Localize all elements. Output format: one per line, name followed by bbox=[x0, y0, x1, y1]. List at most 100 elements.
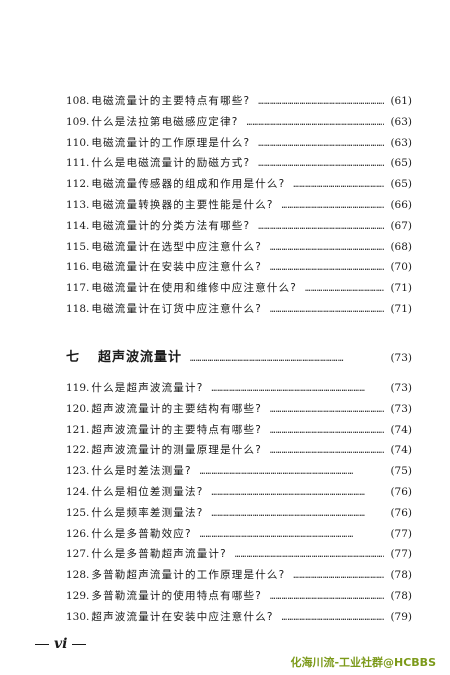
toc-entry-title: 多普勒流量计的使用特点有哪些? bbox=[91, 589, 262, 602]
toc-entry-number: 110. bbox=[66, 136, 90, 149]
dot-leader: …………………………………………………………………… bbox=[269, 591, 384, 602]
page-number: vi bbox=[54, 636, 68, 652]
toc-entry-page: (68) bbox=[390, 240, 412, 253]
toc-entry-title: 电磁流量转换器的主要性能是什么? bbox=[91, 198, 274, 211]
footer-dash-right bbox=[72, 643, 87, 645]
toc-entry-title: 多普勒超声流量计的工作原理是什么? bbox=[91, 569, 286, 582]
toc-entry: 127.什么是多普勒超声流量计? ………………………………………………………………… bbox=[66, 546, 412, 567]
toc-section-ultrasonic: 119.什么是超声波流量计?……………………………………………………………………… bbox=[66, 380, 412, 630]
toc-entry-title: 电磁流量传感器的组成和作用是什么? bbox=[91, 178, 286, 191]
toc-entry-title: 电磁流量计的工作原理是什么? bbox=[91, 136, 251, 149]
toc-entry: 128.多普勒超声流量计的工作原理是什么? …………………………………………………… bbox=[66, 567, 412, 588]
toc-entry-title: 超声波流量计在安装中应注意什么? bbox=[91, 610, 274, 623]
toc-entry-number: 126. bbox=[66, 527, 90, 540]
toc-entry: 123.什么是时差法测量?……………………………………………………………………(… bbox=[66, 463, 412, 484]
toc-entry-number: 109. bbox=[66, 115, 90, 128]
toc-entry-number: 125. bbox=[66, 506, 90, 519]
chapter-title: 超声波流量计 bbox=[98, 350, 183, 365]
dot-leader: …………………………………………………………………… bbox=[269, 446, 384, 457]
toc-entry-number: 115. bbox=[66, 240, 90, 253]
toc-entry-number: 119. bbox=[66, 382, 90, 394]
toc-entry-title: 超声波流量计的主要特点有哪些? bbox=[91, 423, 262, 436]
toc-entry-page: (78) bbox=[390, 569, 412, 582]
toc-entry-title: 什么是电磁流量计的励磁方式? bbox=[91, 157, 251, 170]
chapter-page: (73) bbox=[390, 352, 412, 364]
toc-entry-page: (67) bbox=[390, 219, 412, 232]
toc-entry-page: (65) bbox=[390, 178, 412, 191]
toc-entry-page: (77) bbox=[390, 527, 412, 540]
toc-entry-page: (77) bbox=[390, 548, 412, 561]
dot-leader: …………………………………………………………………… bbox=[258, 97, 384, 107]
toc-entry-page: (65) bbox=[390, 157, 412, 170]
dot-leader: …………………………………………………………………… bbox=[258, 159, 384, 170]
dot-leader: …………………………………………………………………… bbox=[269, 304, 384, 315]
toc-entry-title: 超声波流量计的测量原理是什么? bbox=[91, 444, 262, 457]
toc-entry-title: 什么是多普勒效应? bbox=[91, 527, 192, 540]
toc-entry-page: (63) bbox=[390, 136, 412, 149]
toc-entry-page: (71) bbox=[390, 282, 412, 295]
toc-entry-page: (61) bbox=[390, 95, 412, 107]
toc-section-electromagnetic: 108.电磁流量计的主要特点有哪些? …………………………………………………………… bbox=[66, 93, 412, 322]
toc-entry: 122.超声波流量计的测量原理是什么?………………………………………………………… bbox=[66, 442, 412, 463]
toc-entry-title: 什么是多普勒超声流量计? bbox=[91, 548, 227, 561]
toc-entry-title: 电磁流量计在安装中应注意什么? bbox=[91, 261, 262, 274]
toc-entry: 108.电磁流量计的主要特点有哪些? …………………………………………………………… bbox=[66, 93, 412, 114]
toc-entry: 115.电磁流量计在选型中应注意什么? ………………………………………………………… bbox=[66, 239, 412, 260]
dot-leader: …………………………………………………………………… bbox=[269, 263, 384, 274]
toc-entry-number: 128. bbox=[66, 569, 90, 582]
dot-leader: …………………………………………………………………… bbox=[246, 117, 385, 128]
toc-entry-number: 111. bbox=[66, 157, 90, 170]
toc-entry-number: 114. bbox=[66, 219, 90, 232]
toc-entry-page: (74) bbox=[390, 423, 412, 436]
toc-entry-number: 120. bbox=[66, 402, 90, 415]
toc-entry-number: 130. bbox=[66, 610, 90, 623]
toc-entry-title: 电磁流量计在订货中应注意什么? bbox=[91, 302, 262, 315]
dot-leader: …………………………………………………………………… bbox=[211, 384, 366, 394]
dot-leader: …………………………………………………………………… bbox=[269, 242, 384, 253]
dot-leader: …………………………………………………………………… bbox=[269, 425, 384, 436]
toc-entry-page: (73) bbox=[390, 382, 412, 394]
dot-leader: …………………………………………………………………… bbox=[211, 487, 366, 498]
toc-entry-title: 电磁流量计的主要特点有哪些? bbox=[91, 95, 251, 107]
watermark-text: 化海川流-工业社群@HCBBS bbox=[290, 656, 436, 669]
footer-dash-left bbox=[35, 643, 49, 645]
toc-entry: 114.电磁流量计的分类方法有哪些?…………………………………………………………… bbox=[66, 218, 412, 239]
dot-leader: …………………………………………………………………… bbox=[293, 180, 384, 191]
toc-entry-number: 108. bbox=[66, 95, 90, 107]
toc-entry: 124.什么是相位差测量法?……………………………………………………………………… bbox=[66, 484, 412, 505]
dot-leader: …………………………………………………………………… bbox=[281, 200, 385, 211]
toc-entry-number: 121. bbox=[66, 423, 90, 436]
toc-entry-number: 124. bbox=[66, 485, 90, 498]
toc-entry: 113.电磁流量转换器的主要性能是什么? ……………………………………………………… bbox=[66, 197, 412, 218]
toc-entry-page: (71) bbox=[390, 302, 412, 315]
chapter-heading: 七 超声波流量计 …………………………………………………………………… (73) bbox=[66, 346, 412, 365]
page-footer: vi bbox=[30, 636, 91, 652]
dot-leader: …………………………………………………………………… bbox=[234, 550, 385, 561]
dot-leader: …………………………………………………………………… bbox=[211, 508, 366, 519]
toc-entry-page: (66) bbox=[390, 198, 412, 211]
toc-entry-title: 什么是法拉第电磁感应定律? bbox=[91, 115, 239, 128]
toc-entry-title: 电磁流量计在选型中应注意什么? bbox=[91, 240, 262, 253]
dot-leader: …………………………………………………………………… bbox=[199, 529, 354, 540]
toc-entry-page: (79) bbox=[390, 610, 412, 623]
dot-leader: …………………………………………………………………… bbox=[199, 467, 354, 478]
toc-entry-number: 116. bbox=[66, 261, 90, 274]
toc-entry-number: 113. bbox=[66, 198, 90, 211]
toc-entry: 110.电磁流量计的工作原理是什么? …………………………………………………………… bbox=[66, 135, 412, 156]
toc-entry-number: 118. bbox=[66, 302, 90, 315]
toc-entry-page: (63) bbox=[390, 115, 412, 128]
toc-entry: 109.什么是法拉第电磁感应定律? ……………………………………………………………… bbox=[66, 114, 412, 135]
toc-entry-number: 127. bbox=[66, 548, 90, 561]
toc-entry-title: 什么是频率差测量法? bbox=[91, 506, 204, 519]
dot-leader: …………………………………………………………………… bbox=[258, 138, 384, 149]
toc-entry-number: 123. bbox=[66, 465, 90, 478]
toc-entry-title: 电磁流量计的分类方法有哪些? bbox=[91, 219, 251, 232]
toc-entry-title: 超声波流量计的主要结构有哪些? bbox=[91, 402, 262, 415]
toc-entry-page: (75) bbox=[390, 465, 412, 478]
dot-leader: …………………………………………………………………… bbox=[293, 571, 384, 582]
toc-entry: 117.电磁流量计在使用和维修中应注意什么?………………………………………………… bbox=[66, 280, 412, 301]
toc-entry-page: (76) bbox=[390, 485, 412, 498]
toc-entry-number: 129. bbox=[66, 589, 90, 602]
toc-entry-number: 117. bbox=[66, 282, 90, 295]
toc-entry: 118.电磁流量计在订货中应注意什么? ………………………………………………………… bbox=[66, 301, 412, 322]
